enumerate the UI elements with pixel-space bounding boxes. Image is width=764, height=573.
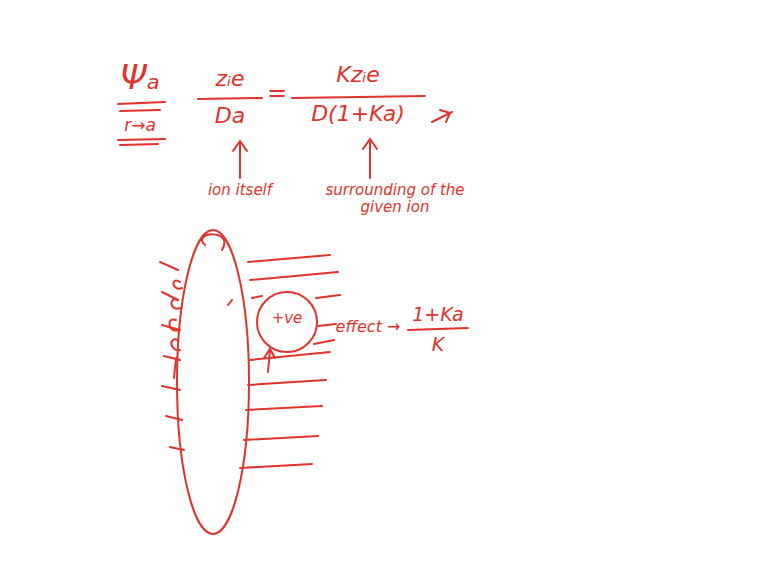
numerator: Kzᵢe bbox=[336, 62, 379, 87]
pointer-arrow bbox=[233, 141, 247, 178]
double-underline bbox=[118, 102, 165, 111]
equals-sign: = bbox=[267, 80, 287, 108]
denominator: D(1+Ka) bbox=[311, 101, 405, 126]
ion-atmosphere-circle bbox=[257, 292, 317, 352]
field-line bbox=[228, 255, 338, 468]
charge-label: +ve bbox=[270, 310, 305, 327]
pointer-arrow bbox=[363, 139, 377, 178]
field-curl bbox=[202, 234, 224, 250]
field-line bbox=[160, 262, 184, 450]
fraction-bar bbox=[408, 328, 468, 330]
potential-symbol: Ψₐ bbox=[120, 58, 160, 97]
numerator: zᵢe bbox=[215, 66, 244, 91]
numerator: 1+Ka bbox=[412, 304, 463, 326]
tick-mark bbox=[432, 110, 452, 122]
ion-loop bbox=[169, 281, 182, 378]
fraction-bar bbox=[198, 98, 262, 99]
double-underline bbox=[118, 139, 165, 145]
denominator: K bbox=[432, 334, 444, 356]
fraction-bar bbox=[292, 96, 425, 98]
denominator: Da bbox=[215, 103, 245, 128]
central-ion-ellipse bbox=[177, 230, 249, 534]
annotation: surrounding of the given ion bbox=[320, 182, 470, 217]
effect-note: effect → bbox=[336, 318, 401, 336]
condition-note: r→a bbox=[124, 116, 156, 136]
pointer-arrow bbox=[264, 349, 275, 372]
annotation: ion itself bbox=[208, 182, 272, 199]
